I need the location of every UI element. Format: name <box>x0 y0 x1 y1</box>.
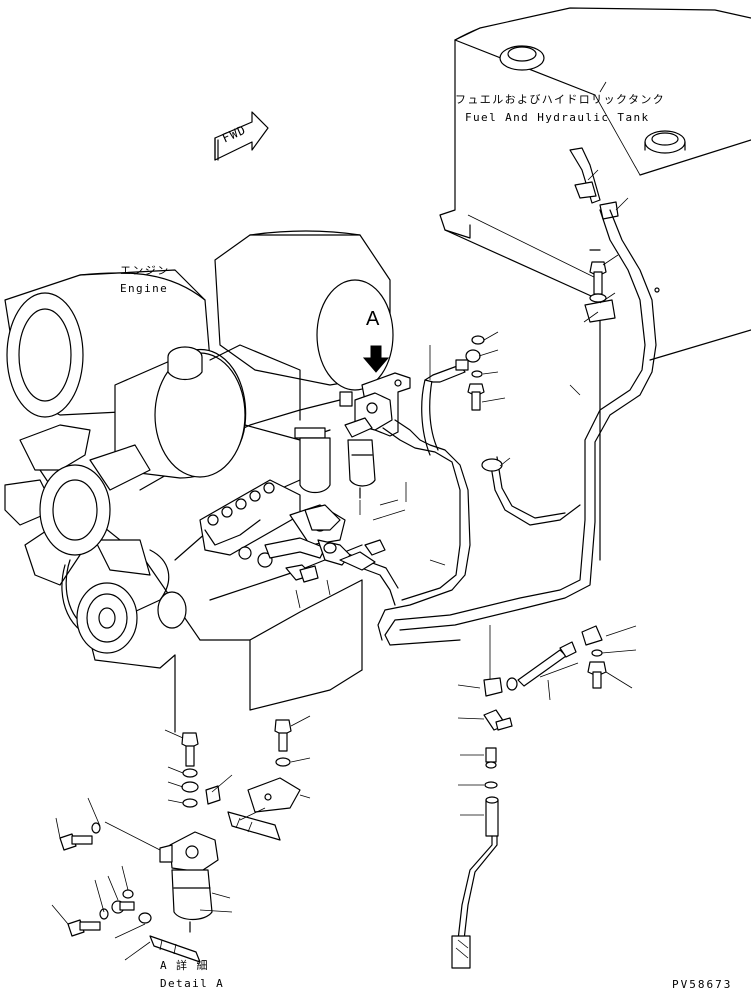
engine-label-jp: エンジン <box>120 264 170 277</box>
fuel-tank-label-jp: フュエルおよびハイドロリックタンク <box>455 93 666 106</box>
detail-a-label-en: Detail A <box>160 977 225 990</box>
engine-label-en: Engine <box>120 282 169 295</box>
engine <box>5 231 393 732</box>
detail-a-view <box>52 716 310 962</box>
leader-lines <box>296 82 628 608</box>
view-a-arrow <box>364 346 388 372</box>
fitting-stack-right <box>452 625 636 968</box>
main-view-hardware <box>286 505 385 582</box>
view-a-marker: A <box>366 308 380 330</box>
fuel-tank-label-en: Fuel And Hydraulic Tank <box>465 111 650 124</box>
drawing-number: PV58673 <box>672 978 733 991</box>
tank-bracket-hardware <box>466 262 615 410</box>
detail-a-label-jp: A 詳 細 <box>160 959 209 972</box>
forward-direction-arrow <box>215 112 268 160</box>
fuel-piping <box>265 210 656 645</box>
fuel-hydraulic-tank <box>440 8 751 560</box>
fuel-filter-assembly <box>340 373 410 498</box>
